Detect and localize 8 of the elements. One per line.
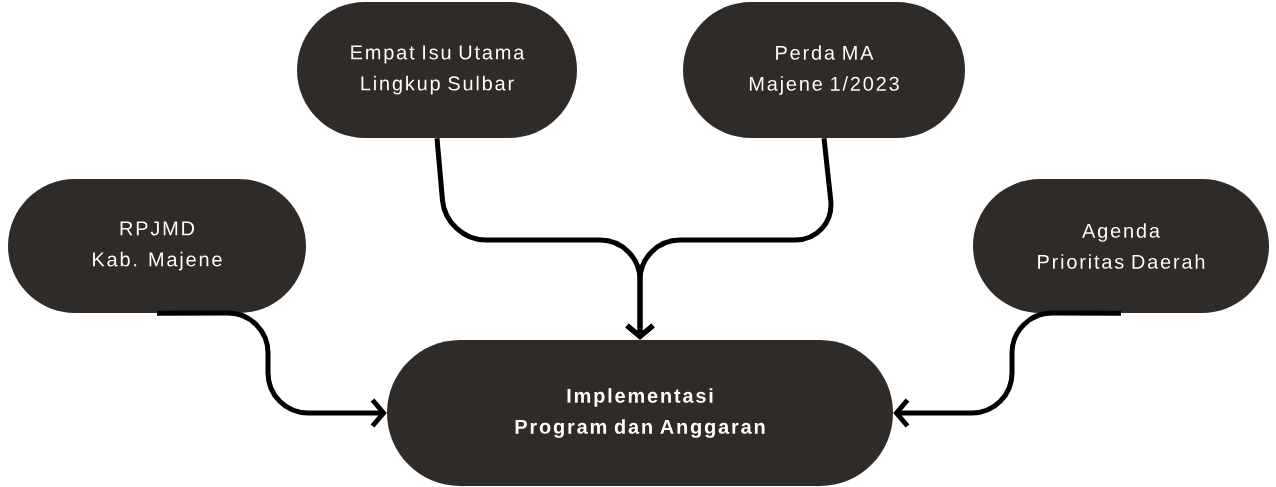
arrow [625,137,834,340]
rounded-box: Empat Isu Utama Lingkup Sulbar [297,2,577,138]
arrow [893,310,1121,428]
rounded-box: Implementasi Program dan Anggaran [387,340,893,486]
arrow [157,310,387,428]
rounded-box: RPJMD Kab. Majene [8,179,306,313]
rounded-box: Agenda Prioritas Daerah [973,179,1269,313]
rounded-box: Perda MA Majene 1/2023 [683,2,965,138]
